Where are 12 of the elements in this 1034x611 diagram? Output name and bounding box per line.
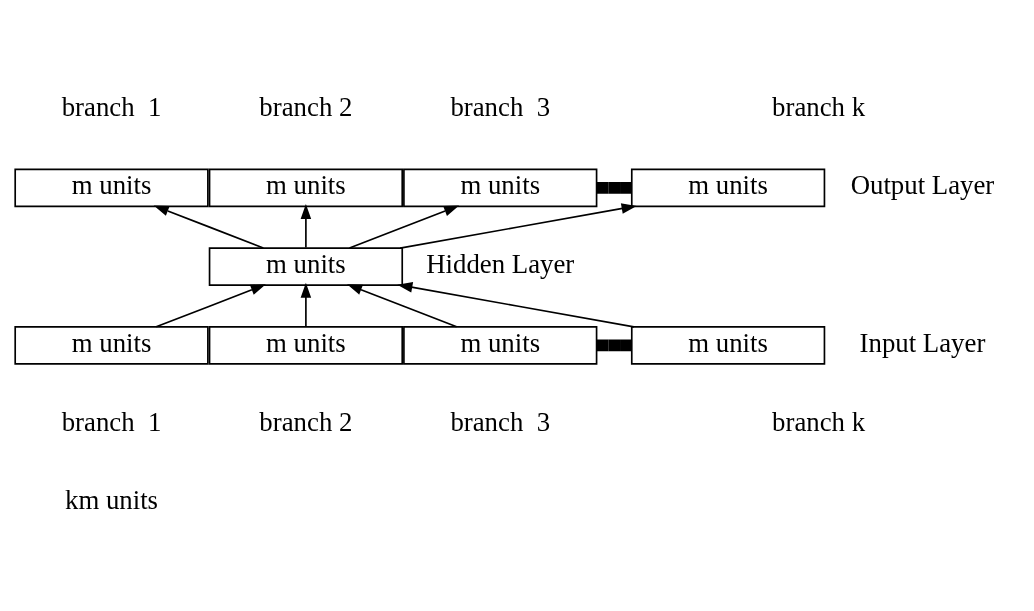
node-label: branch k — [772, 91, 866, 121]
node-label: branch 2 — [259, 91, 353, 121]
label: km units — [65, 484, 159, 515]
node-label: branch 2 — [259, 405, 353, 436]
node-label: branch k — [772, 405, 866, 436]
node-label: branch 3 — [450, 405, 551, 436]
label: Output Layer — [850, 169, 995, 200]
node-label: branch 1 — [61, 405, 162, 436]
node-label: branch 3 — [450, 91, 551, 121]
label: Input Layer — [859, 327, 986, 358]
label: Hidden Layer — [426, 248, 575, 279]
node-label: branch 1 — [61, 91, 162, 121]
